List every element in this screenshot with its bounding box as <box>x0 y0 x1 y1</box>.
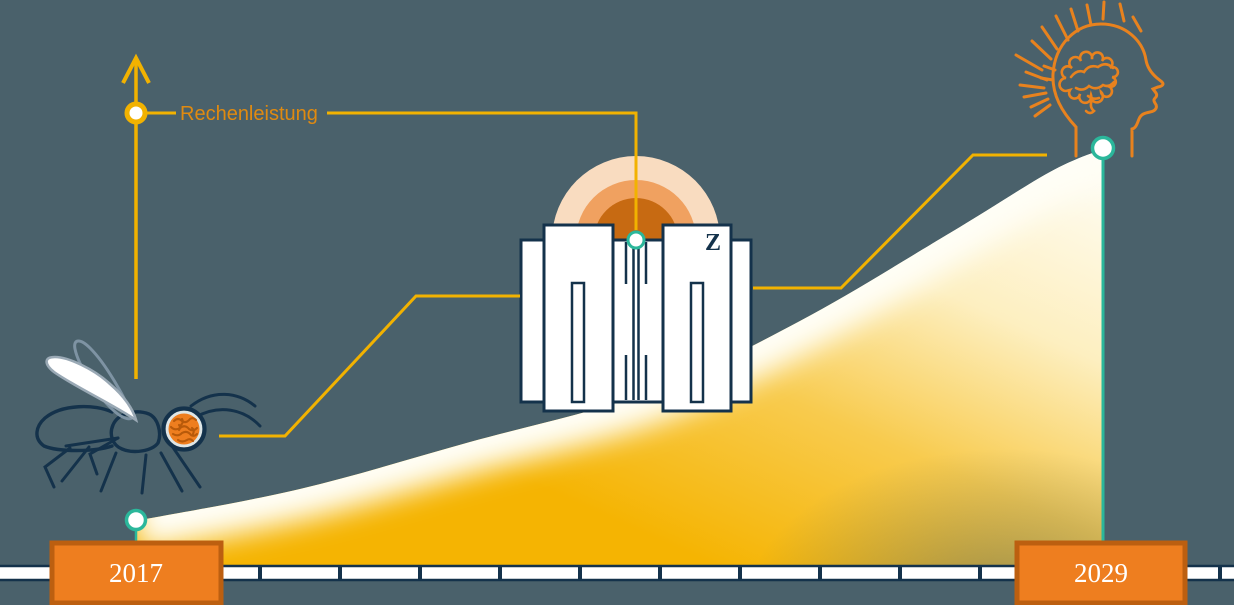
milestone-2029-dot <box>1090 135 1116 161</box>
fly-brain-squiggle <box>176 438 195 443</box>
year-box-2017[interactable]: 2017 <box>49 540 224 605</box>
connector-axis-to-building <box>327 111 638 230</box>
head-ray <box>1101 0 1106 21</box>
head-ray <box>1033 103 1052 118</box>
timeline-tick <box>1218 566 1222 580</box>
timeline-tick <box>418 566 422 580</box>
timeline-bar <box>0 564 1234 582</box>
head-outline <box>1051 22 1165 158</box>
brain-outline <box>1058 50 1120 105</box>
timeline-tick <box>258 566 262 580</box>
head-ray <box>1040 25 1059 51</box>
human-head-illustration <box>1014 0 1165 158</box>
fly-brain-squiggle <box>172 417 198 424</box>
fly-brain-squiggle <box>171 430 199 437</box>
fly-brain <box>168 413 200 445</box>
head-ray <box>1030 39 1053 61</box>
curve-fade-overlay <box>750 380 1103 566</box>
building-marker-dot <box>626 230 646 250</box>
connector-building-to-head <box>753 153 1047 290</box>
brain-fold <box>1074 80 1116 91</box>
building-blocks <box>519 223 753 413</box>
timeline-tick <box>818 566 822 580</box>
timeline-tick <box>978 566 982 580</box>
connector-fly-to-axis <box>219 294 520 438</box>
fly-brain-squiggle <box>190 426 195 436</box>
year-box-2017-rect[interactable] <box>49 540 224 605</box>
fly-antenna <box>189 392 257 408</box>
axis-arrow-icon <box>121 53 151 84</box>
fly-leg <box>140 453 148 495</box>
fly-brain-texture <box>169 417 199 443</box>
timeline-ruler <box>0 564 1234 582</box>
fly-leg <box>60 445 91 483</box>
fly-leg <box>159 451 184 493</box>
building-left-window <box>570 281 586 404</box>
brain-fold <box>1084 98 1096 115</box>
brain-fold <box>1069 62 1115 79</box>
timeline-tick <box>498 566 502 580</box>
year-box-2029-rect[interactable] <box>1014 540 1188 605</box>
fly-illustration <box>35 339 262 495</box>
head-ray <box>1054 14 1070 42</box>
head-ray <box>1039 76 1055 82</box>
fly-brain-squiggle <box>177 423 182 432</box>
year-label-2029: 2029 <box>1074 558 1128 588</box>
building-middle-columns <box>624 242 648 400</box>
head-ray <box>1069 7 1080 33</box>
timeline-tick <box>898 566 902 580</box>
head-ray <box>1042 64 1057 72</box>
year-label-2017: 2017 <box>109 558 163 588</box>
callout-connectors <box>145 111 1047 438</box>
fly-leg <box>88 436 120 476</box>
head-brain <box>1058 50 1120 115</box>
fly-abdomen <box>35 404 114 453</box>
head-ray <box>1014 53 1044 72</box>
fly-antenna <box>194 408 262 428</box>
head-ray <box>1118 2 1126 23</box>
building-right-window <box>689 281 705 404</box>
head-ray <box>1029 97 1050 109</box>
year-box-2029[interactable]: 2029 <box>1014 540 1188 605</box>
brain-fold <box>1086 94 1101 100</box>
axis-label: Rechenleistung <box>180 103 318 125</box>
fly-brain-squiggle <box>179 417 184 427</box>
head-ray <box>1022 91 1048 99</box>
timeline-tick <box>658 566 662 580</box>
timeline-tick <box>738 566 742 580</box>
fly-thorax <box>109 410 162 454</box>
timeline-tick <box>338 566 342 580</box>
head-ray <box>1018 83 1046 90</box>
fly-leg <box>64 436 120 448</box>
building-brand-letter: Z <box>705 230 721 256</box>
timeline-tick <box>578 566 582 580</box>
fly-leg <box>43 446 72 489</box>
fly-rear-wing <box>73 339 135 421</box>
milestone-2017-dot <box>124 508 148 532</box>
head-ray <box>1085 3 1093 27</box>
fly-leg <box>170 444 202 489</box>
fly-leg <box>99 451 118 493</box>
axis-marker-dot <box>124 101 148 125</box>
fly-front-wing <box>45 355 139 424</box>
head-ray <box>1131 15 1143 33</box>
head-rays <box>1014 0 1143 118</box>
